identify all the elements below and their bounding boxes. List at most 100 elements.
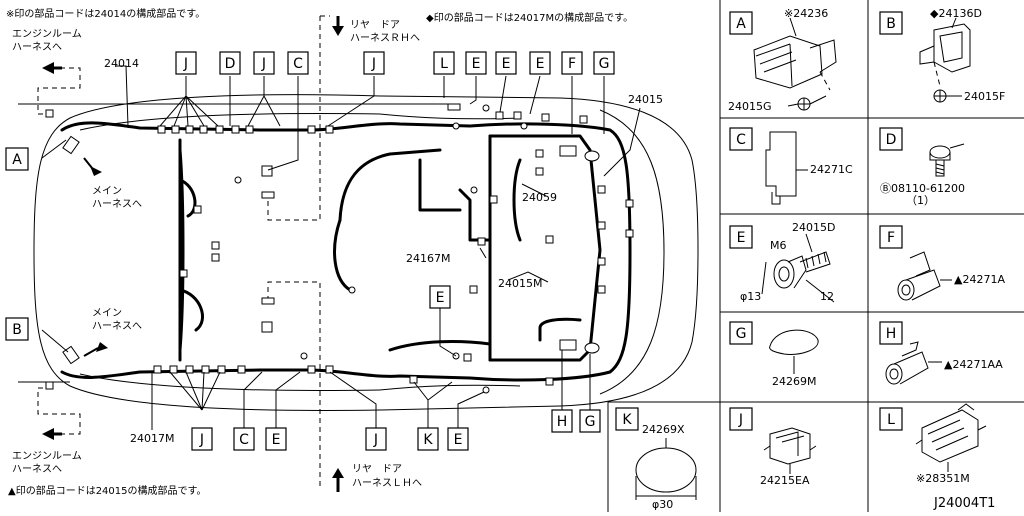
panel-l-letter: L — [887, 412, 895, 428]
part-label-24015: 24015 — [628, 93, 663, 106]
panel-k-dia: φ30 — [652, 498, 673, 511]
callout-bot-j1: J — [199, 432, 204, 448]
connector-24236-icon — [753, 17, 837, 111]
detail-panel-e: E 24015D M6 φ13 12 — [729, 221, 835, 303]
callout-top-j1: J — [183, 56, 188, 72]
panel-b-part-24015f: 24015F — [964, 90, 1005, 103]
note-24014: ※印の部品コードは24014の構成部品です。 — [6, 7, 205, 20]
callout-top-e3: E — [536, 56, 545, 72]
detail-panel-b: B ◆24136D 24015F — [879, 7, 1005, 103]
main-harness-a-label2: ハーネスへ — [92, 198, 142, 210]
callout-bot-e1: E — [272, 432, 281, 448]
grommet-24271aa-icon — [885, 341, 942, 385]
engine-room-harness-bottom-label2: ハーネスへ — [12, 463, 62, 475]
part-label-24015m: 24015M — [498, 277, 542, 290]
callout-bot-j2: J — [373, 432, 378, 448]
panel-f-letter: F — [887, 230, 895, 246]
clip-24271c-icon — [765, 131, 808, 205]
panel-d-qty: （1） — [906, 194, 935, 207]
callouts-bottom: J C E J K E H G — [191, 409, 601, 451]
panel-b-letter: B — [886, 16, 896, 32]
detail-panel-g: G 24269M — [729, 321, 819, 388]
part-label-24017m: 24017M — [130, 432, 174, 445]
part-label-24059: 24059 — [522, 191, 557, 204]
harness-connectors — [45, 103, 634, 394]
engine-room-harness-top-label2: ハーネスへ — [12, 41, 62, 53]
callout-side-a: A — [12, 152, 22, 168]
callout-top-j3: J — [371, 56, 376, 72]
rear-door-lh-label1: リヤ ドア — [352, 464, 402, 475]
leader-lines — [41, 65, 641, 430]
callout-top-f: F — [568, 56, 576, 72]
panel-c-part-24271c: 24271C — [810, 163, 853, 176]
callout-mid-e: E — [436, 290, 445, 306]
harness-center — [333, 148, 522, 352]
module-28351m-icon — [915, 403, 987, 472]
panel-a-part-24236: ※24236 — [784, 7, 828, 20]
rear-door-rh-label2: ハーネスＲＨへ — [350, 32, 420, 44]
callout-bot-c: C — [239, 432, 249, 448]
panel-k-part-24269x: 24269X — [642, 423, 685, 436]
callout-top-l: L — [440, 56, 448, 72]
diagram-id: J24004T1 — [933, 496, 995, 511]
callout-top-d: D — [225, 56, 236, 72]
callout-top-e2: E — [502, 56, 511, 72]
callouts-top: J D J C J L E E E F G — [175, 51, 615, 75]
panel-c-letter: C — [736, 132, 746, 148]
bolt-08110-icon — [929, 143, 965, 177]
panel-h-part-24271aa: ▲24271AA — [944, 358, 1003, 371]
panel-j-part-24215ea: 24215EA — [760, 474, 810, 487]
plug-24269m-icon — [769, 329, 819, 374]
detail-panel-h: H ▲24271AA — [879, 321, 1003, 385]
callout-top-j2: J — [261, 56, 266, 72]
detail-panel-j: J 24215EA — [729, 407, 817, 487]
callout-bot-k: K — [423, 432, 433, 448]
panel-d-part-08110-61200: Ⓑ08110-61200 — [880, 182, 965, 195]
callout-top-c: C — [293, 56, 303, 72]
grommet-24271a-icon — [897, 251, 952, 301]
main-harness-b-label2: ハーネスへ — [92, 320, 142, 332]
note-24015: ▲印の部品コードは24015の構成部品です。 — [8, 484, 207, 497]
part-label-24014: 24014 — [104, 57, 139, 70]
detail-grid — [607, 0, 1024, 512]
panel-e-part-24015d: 24015D — [792, 221, 835, 234]
direction-arrows — [42, 16, 344, 492]
main-harness-b-label1: メイン — [92, 308, 122, 319]
plug-24269x-icon — [635, 438, 697, 500]
detail-panel-c: C 24271C — [729, 127, 853, 205]
engine-room-harness-bottom-label1: エンジンルーム — [12, 450, 82, 462]
panel-a-part-24015g: 24015G — [728, 100, 772, 113]
panel-l-part-28351m: ※28351M — [916, 472, 970, 485]
harness-24014 — [60, 121, 632, 382]
rear-door-rh-label1: リヤ ドア — [350, 20, 400, 31]
callout-side-b: B — [12, 322, 22, 338]
panel-j-letter: J — [738, 412, 743, 428]
harness-24015 — [488, 134, 602, 362]
callout-bot-h: H — [557, 414, 568, 430]
rear-door-lh-label2: ハーネスＬＨへ — [352, 477, 422, 489]
panel-e-dia: φ13 — [740, 290, 761, 303]
panel-f-part-24271a: ▲24271A — [954, 273, 1005, 286]
panel-k-letter: K — [622, 412, 632, 428]
panel-g-letter: G — [736, 326, 747, 342]
dashed-routes — [37, 15, 330, 486]
detail-panel-a: A ※24236 24015G — [728, 7, 837, 113]
panel-a-letter: A — [736, 16, 746, 32]
panel-d-letter: D — [886, 132, 897, 148]
main-harness-a-label1: メイン — [92, 186, 122, 197]
callout-top-g: G — [599, 56, 610, 72]
car-body-outline — [18, 94, 699, 411]
harness-24017m — [178, 138, 205, 362]
panel-e-letter: E — [737, 230, 746, 246]
panel-g-part-24269m: 24269M — [772, 375, 816, 388]
panel-h-letter: H — [886, 326, 897, 342]
detail-panel-f: F ▲24271A — [879, 225, 1005, 301]
panel-b-part-24136d: ◆24136D — [930, 7, 982, 20]
note-24017m: ◆印の部品コードは24017Mの構成部品です。 — [426, 11, 633, 24]
clip-24136d-icon — [919, 17, 971, 103]
detail-panel-l: L ※28351M — [879, 403, 987, 485]
callout-bot-g: G — [585, 414, 596, 430]
bolt-24015d-icon — [761, 233, 835, 303]
engine-room-harness-top-label1: エンジンルーム — [12, 28, 82, 40]
